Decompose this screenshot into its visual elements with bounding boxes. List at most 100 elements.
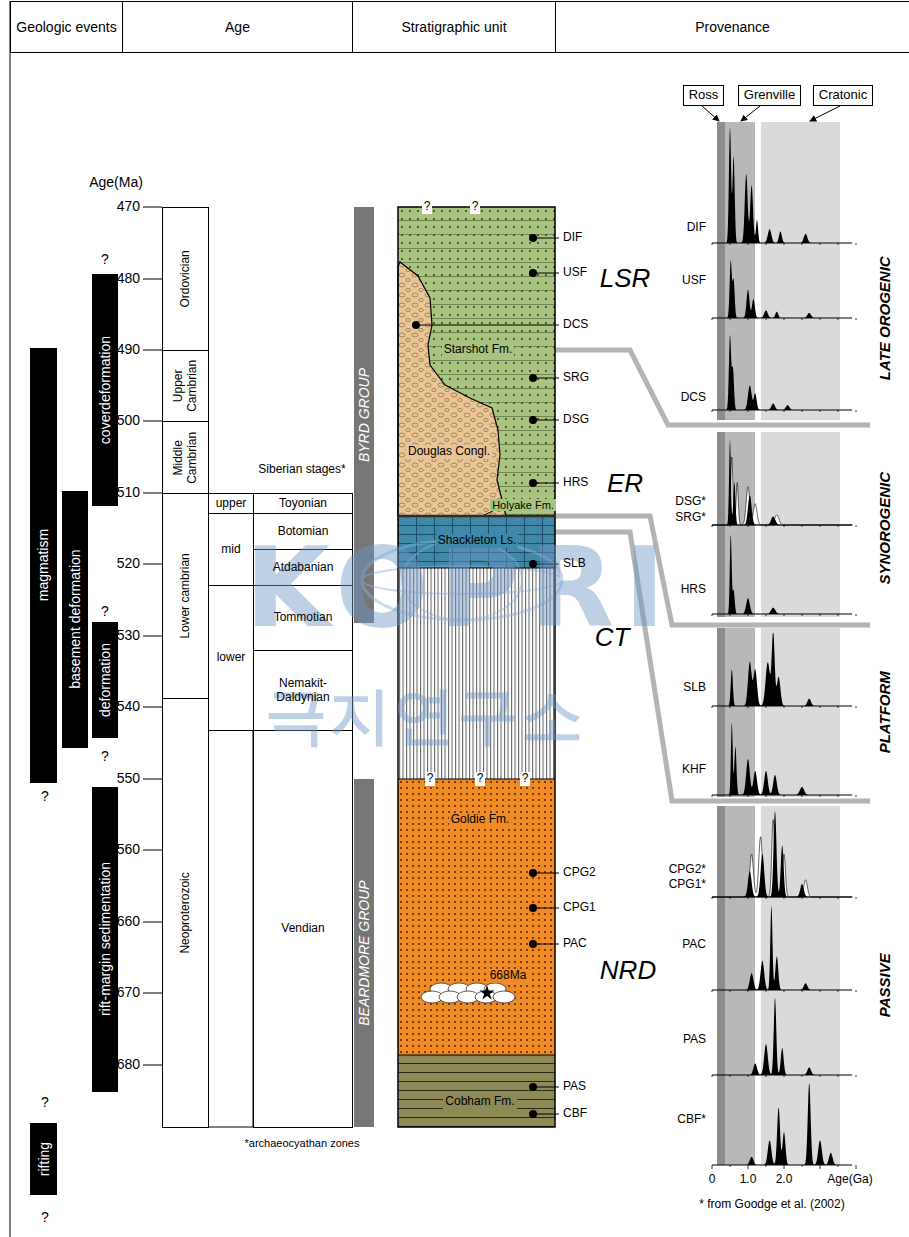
question-mark: ? <box>470 200 481 213</box>
histogram-baseline <box>712 525 852 526</box>
sample-label: DSG <box>563 413 589 426</box>
histogram-tick <box>838 410 839 412</box>
histogram <box>712 723 852 795</box>
histogram-tick <box>748 897 749 899</box>
sample-dot <box>529 234 537 242</box>
event-bar: rift-margin sedimentation <box>92 787 118 1092</box>
age-tick-mark <box>143 1065 162 1066</box>
sequence-label: NRD <box>600 956 656 985</box>
age-band <box>725 628 755 797</box>
histogram-label: PAC <box>682 938 706 951</box>
histogram-tick <box>784 1075 785 1077</box>
sequence-label: LSR <box>600 264 651 293</box>
phase-label: PASSIVE <box>877 953 894 1017</box>
leader-line <box>533 908 559 909</box>
histogram-tick <box>838 990 839 992</box>
period-box: Lower cambrian <box>162 493 209 699</box>
leader-line <box>533 238 559 239</box>
histogram-label: SLB <box>683 681 706 694</box>
histogram-tick <box>748 1075 749 1077</box>
node-text: mid <box>221 543 240 557</box>
histogram-tick <box>784 410 785 412</box>
histogram-tick <box>730 410 731 412</box>
histogram-tick <box>802 525 803 527</box>
histogram-tick <box>784 795 785 797</box>
histogram-tick <box>712 897 713 899</box>
age-tick-label: 470 <box>117 199 140 214</box>
event-bar: rifting <box>30 1123 57 1195</box>
histogram-tick <box>820 410 821 412</box>
histogram-tick <box>802 990 803 992</box>
axis-title: Age(Ma) <box>89 175 143 190</box>
histogram-baseline <box>712 897 852 898</box>
histogram-baseline <box>712 795 852 796</box>
histogram-tick <box>712 318 713 320</box>
histogram-tick <box>820 897 821 899</box>
sample-dot <box>529 1083 537 1091</box>
histogram-tick <box>766 897 767 899</box>
histogram-tick <box>856 706 857 708</box>
histogram-baseline <box>712 1165 852 1166</box>
histogram-tick <box>712 990 713 992</box>
histogram-tick <box>820 1075 821 1077</box>
histogram-tick <box>712 1165 713 1169</box>
period-box: Upper Cambrian <box>162 350 209 422</box>
stage-box: upper <box>208 493 254 514</box>
histogram-tick <box>856 410 857 412</box>
histogram-tick <box>784 990 785 992</box>
thin-unit <box>398 515 555 518</box>
leader-line <box>416 325 559 326</box>
sample-dot <box>529 479 537 487</box>
sample-label: CPG2 <box>563 866 596 879</box>
axis-label: 0 <box>709 1173 716 1186</box>
histogram-tick <box>730 795 731 797</box>
histogram-tick <box>820 706 821 708</box>
histogram-tick <box>856 795 857 797</box>
histogram-tick <box>838 318 839 320</box>
age-band <box>761 122 840 420</box>
node-text: Stratigraphic unit <box>401 19 506 35</box>
age-tick-label: 530 <box>117 628 140 643</box>
age-band <box>761 806 840 1165</box>
age-band <box>717 122 725 420</box>
histogram-baseline <box>712 706 852 707</box>
age-tick-mark <box>143 207 162 208</box>
histogram-tick <box>712 614 713 616</box>
node-text: Atdabanian <box>273 561 334 575</box>
histogram-baseline <box>712 243 852 244</box>
histogram-tick <box>730 706 731 708</box>
node-text: Goldie Fm. <box>449 813 512 827</box>
histogram-tick <box>802 897 803 899</box>
sample-label: CPG1 <box>563 901 596 914</box>
pointer-arrow <box>741 106 760 121</box>
age-tick-label: 550 <box>117 771 140 786</box>
question-mark: ? <box>422 200 433 213</box>
sample-dot <box>529 416 537 424</box>
histogram-tick <box>748 795 749 797</box>
stage-box: Vendian <box>253 730 353 1128</box>
unit-boundary <box>398 1055 555 1056</box>
histogram-tick <box>802 318 803 320</box>
node-text: basement deformation <box>67 494 83 745</box>
histogram-tick <box>802 795 803 797</box>
sample-dot <box>529 269 537 277</box>
histogram-tick <box>748 525 749 527</box>
age-tick-label: 520 <box>117 556 140 571</box>
question-mark: ? <box>41 1210 49 1225</box>
histogram-label: PAS <box>683 1033 706 1046</box>
histogram-baseline <box>712 410 852 411</box>
histogram-label: CPG2* <box>669 863 706 876</box>
sample-label: SRG <box>563 371 589 384</box>
histogram-tick <box>712 795 713 797</box>
histogram-label: HRS <box>681 583 706 596</box>
sample-dot <box>529 869 537 877</box>
sample-dot <box>529 940 537 948</box>
histogram-tick <box>766 1075 767 1077</box>
period-box: Middle Cambrian <box>162 421 209 494</box>
node-text: rift-margin sedimentation <box>97 790 113 1089</box>
leader-line <box>533 1087 559 1088</box>
column-header: Provenance <box>555 1 909 53</box>
sample-label: PAS <box>563 1080 586 1093</box>
histogram <box>712 260 852 318</box>
